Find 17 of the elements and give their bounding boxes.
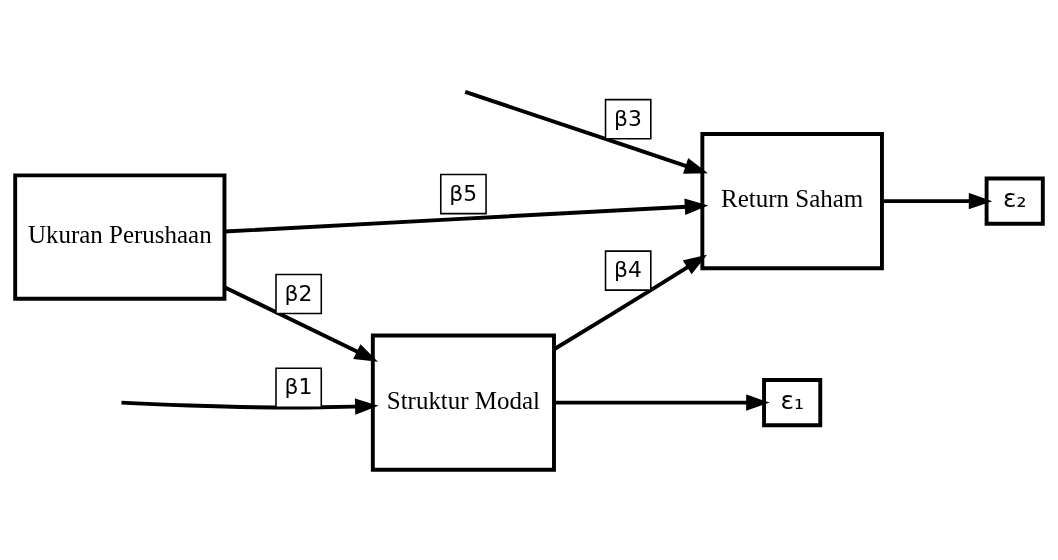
arrow xyxy=(224,198,709,233)
arrow xyxy=(121,397,379,415)
edge-label: β2 xyxy=(284,280,313,306)
edge-label: β3 xyxy=(614,105,642,131)
arrow xyxy=(224,285,378,362)
node-box: Ukuran Perushaan xyxy=(13,172,227,301)
edge-label: β4 xyxy=(614,256,642,282)
arrow xyxy=(882,192,993,209)
edge-label: β1 xyxy=(284,373,313,399)
node-box: ε₂ xyxy=(984,176,1045,226)
edge-label: β5 xyxy=(449,180,478,206)
arrow xyxy=(554,393,770,411)
node-box: ε₁ xyxy=(762,377,823,427)
arrow xyxy=(464,89,708,174)
arrow xyxy=(553,254,708,351)
node-box: Return Saham xyxy=(700,131,884,270)
node-box: Struktur Modal xyxy=(370,333,556,472)
